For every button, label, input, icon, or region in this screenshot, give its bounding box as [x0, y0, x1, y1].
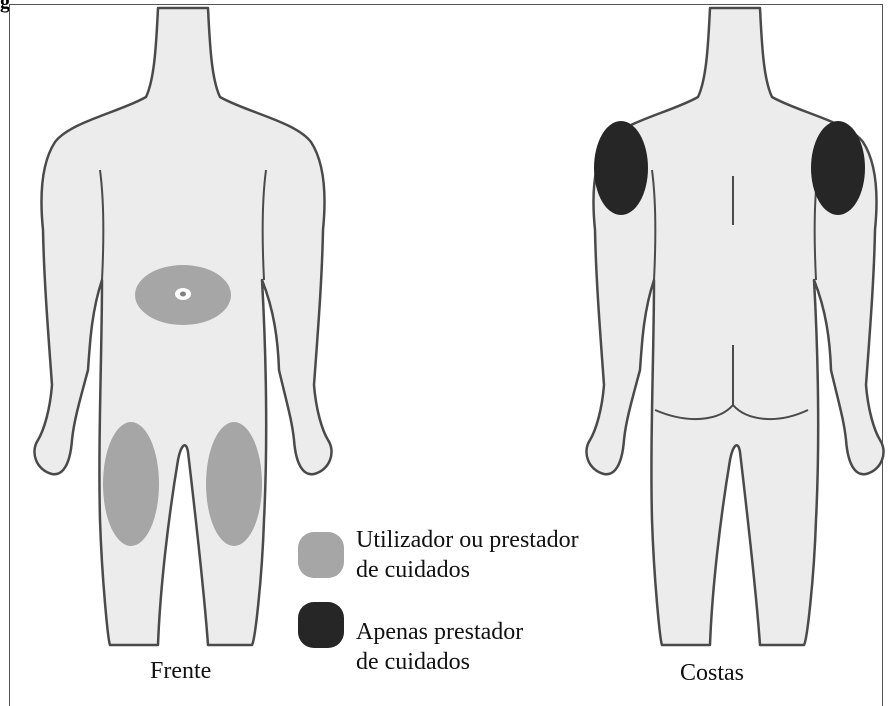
- buttocks-line: [654, 403, 809, 421]
- front-body-figure: [33, 6, 333, 647]
- front-left-arm-line: [99, 169, 105, 281]
- front-body-outline: [33, 6, 333, 647]
- legend-item-user: Utilizador ou prestador de cuidados: [356, 525, 579, 585]
- figure-heading-fragment: g: [0, 0, 10, 13]
- frame-left-border: [9, 4, 10, 706]
- back-view-label: Costas: [680, 660, 745, 686]
- back-right-arm-zone: [811, 121, 865, 215]
- back-left-arm-line: [651, 169, 657, 281]
- front-right-arm-line: [261, 169, 267, 281]
- front-view-label: Frente: [150, 658, 212, 684]
- legend-user-line2: de cuidados: [356, 557, 470, 583]
- back-body-outline: [585, 6, 885, 647]
- legend-swatch-caregiver: [298, 602, 344, 648]
- front-right-thigh-zone: [206, 422, 262, 546]
- frame-right-border: [882, 4, 883, 706]
- front-left-thigh-zone: [103, 422, 159, 546]
- back-left-arm-zone: [594, 121, 648, 215]
- legend-swatch-user: [298, 532, 344, 578]
- legend-user-line1: Utilizador ou prestador: [356, 527, 579, 553]
- frame-top-border: [10, 4, 882, 5]
- legend-caregiver-line1: Apenas prestador: [356, 619, 524, 645]
- back-body-figure: [585, 6, 885, 647]
- legend-item-caregiver: Apenas prestador de cuidados: [356, 617, 523, 677]
- legend-caregiver-line2: de cuidados: [356, 649, 470, 675]
- navel-dot: [180, 291, 186, 297]
